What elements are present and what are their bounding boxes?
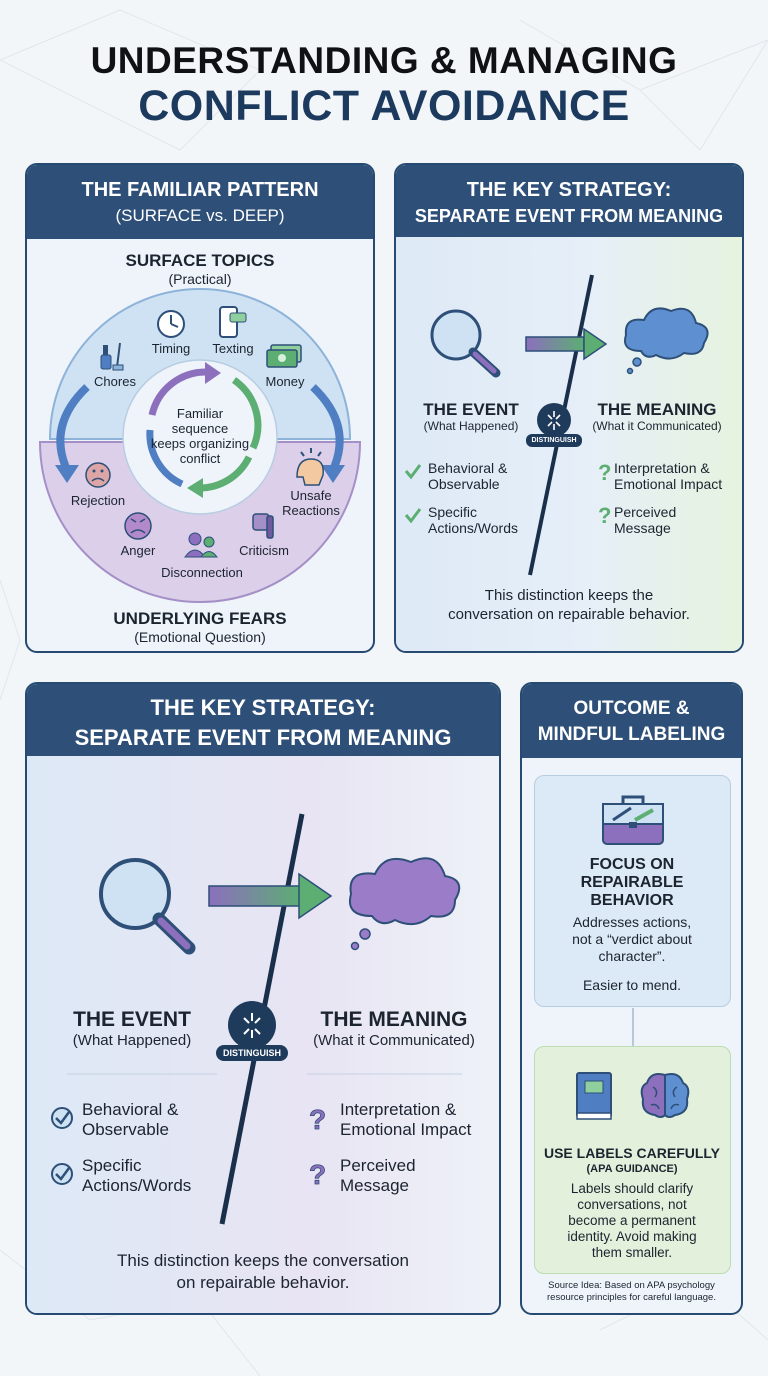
- outcome-heading1: OUTCOME &: [573, 698, 690, 719]
- outcome-heading2: MINDFUL LABELING: [537, 724, 726, 745]
- event-item-large: Behavioral &Observable: [82, 1100, 179, 1139]
- magnifier-icon: [430, 309, 501, 378]
- key-strategy-heading1-small: THE KEY STRATEGY:: [466, 179, 672, 201]
- strategy-diagram-large: ? ?: [27, 756, 499, 1313]
- money-icon: [266, 344, 302, 368]
- key-strategy-header-large: THE KEY STRATEGY: SEPARATE EVENT FROM ME…: [27, 684, 499, 758]
- check-icon: [404, 464, 422, 480]
- card2-subtitle: (APA GUIDANCE): [586, 1163, 678, 1175]
- outcome-header: OUTCOME & MINDFUL LABELING: [522, 684, 741, 758]
- thought-cloud-icon: [349, 857, 461, 951]
- key-strategy-panel-small: THE KEY STRATEGY: SEPARATE EVENT FROM ME…: [394, 163, 744, 653]
- familiar-pattern-panel: THE FAMILIAR PATTERN (SURFACE vs. DEEP) …: [25, 163, 375, 653]
- meaning-title-large: THE MEANING: [320, 1008, 468, 1031]
- fear-label-disconnection: Disconnection: [161, 565, 243, 580]
- event-item-small: Behavioral &Observable: [428, 460, 508, 492]
- question-mark-icon: ?: [309, 1159, 326, 1190]
- event-title-small: THE EVENT: [423, 400, 519, 419]
- clock-icon: [157, 310, 185, 338]
- check-circle-icon: [51, 1163, 73, 1185]
- topic-label-chores: Chores: [94, 374, 136, 389]
- fear-label-rejection: Rejection: [70, 493, 126, 508]
- book-icon: [576, 1072, 612, 1120]
- check-icon: [404, 508, 422, 524]
- phone-icon: [219, 306, 247, 338]
- distinguish-badge-icon: [216, 1001, 288, 1061]
- badge-label-small: DISTINGUISH: [531, 437, 577, 444]
- thumbs-down-icon: [252, 513, 274, 539]
- distinguish-badge-icon: [526, 403, 582, 447]
- toolbox-icon: [602, 795, 664, 845]
- meaning-item-large: Interpretation &Emotional Impact: [340, 1100, 472, 1139]
- familiar-pattern-heading: THE FAMILIAR PATTERN: [81, 179, 319, 201]
- familiar-pattern-subheading: (SURFACE vs. DEEP): [115, 206, 285, 225]
- cleaning-supplies-icon: [100, 342, 124, 371]
- fear-label-unsafe-reactions: Unsafe Reactions: [282, 488, 340, 518]
- key-strategy-heading2-large: SEPARATE EVENT FROM MEANING: [74, 725, 452, 750]
- pattern-diagram: [38, 288, 362, 603]
- meaning-item-small: Interpretation &Emotional Impact: [614, 460, 723, 492]
- thought-cloud-icon: [624, 307, 709, 375]
- event-subtitle-large: (What Happened): [72, 1032, 192, 1049]
- topic-label-money: Money: [265, 374, 305, 389]
- magnifier-icon: [99, 858, 196, 955]
- question-mark-icon: ?: [598, 460, 611, 485]
- page-title-line1: UNDERSTANDING & MANAGING: [90, 40, 678, 81]
- key-strategy-panel-large: THE KEY STRATEGY: SEPARATE EVENT FROM ME…: [25, 682, 501, 1315]
- event-title-large: THE EVENT: [73, 1008, 191, 1031]
- topic-label-timing: Timing: [151, 341, 191, 356]
- sad-face-icon: [85, 462, 111, 488]
- familiar-pattern-header: THE FAMILIAR PATTERN (SURFACE vs. DEEP): [27, 165, 373, 239]
- use-labels-card: USE LABELS CAREFULLY (APA GUIDANCE) Labe…: [534, 1046, 731, 1274]
- brain-icon: [640, 1073, 690, 1118]
- card2-title: USE LABELS CAREFULLY: [543, 1145, 721, 1161]
- fear-label-criticism: Criticism: [239, 543, 289, 558]
- key-strategy-heading1-large: THE KEY STRATEGY:: [150, 695, 376, 720]
- strategy-diagram-small: ? ?: [396, 237, 742, 651]
- underlying-fears-title: UNDERLYING FEARS: [113, 609, 287, 628]
- surface-topics-subtitle: (Practical): [168, 271, 232, 287]
- fear-label-anger: Anger: [120, 543, 156, 558]
- surface-topics-title: SURFACE TOPICS: [125, 251, 275, 270]
- topic-label-texting: Texting: [212, 341, 254, 356]
- underlying-fears-subtitle: (Emotional Question): [134, 629, 266, 645]
- check-circle-icon: [51, 1107, 73, 1129]
- meaning-subtitle-large: (What it Communicated): [313, 1032, 475, 1049]
- key-strategy-heading2-small: SEPARATE EVENT FROM MEANING: [414, 206, 724, 226]
- page-title-line2: CONFLICT AVOIDANCE: [138, 82, 630, 130]
- meaning-title-small: THE MEANING: [597, 400, 717, 419]
- angry-face-icon: [124, 512, 152, 540]
- event-subtitle-small: (What Happened): [423, 419, 519, 433]
- center-cycle-text: Familiar sequence keeps organizing confl…: [150, 406, 250, 466]
- key-strategy-header-small: THE KEY STRATEGY: SEPARATE EVENT FROM ME…: [396, 165, 742, 239]
- card1-note: Easier to mend.: [582, 977, 682, 993]
- question-mark-icon: ?: [598, 503, 611, 528]
- card-connector: [632, 1008, 634, 1046]
- badge-label-large: DISTINGUISH: [222, 1048, 281, 1058]
- people-icon: [184, 532, 218, 558]
- meaning-subtitle-small: (What it Communicated): [592, 419, 722, 433]
- head-alert-icon: [296, 448, 324, 486]
- question-mark-icon: ?: [309, 1104, 326, 1135]
